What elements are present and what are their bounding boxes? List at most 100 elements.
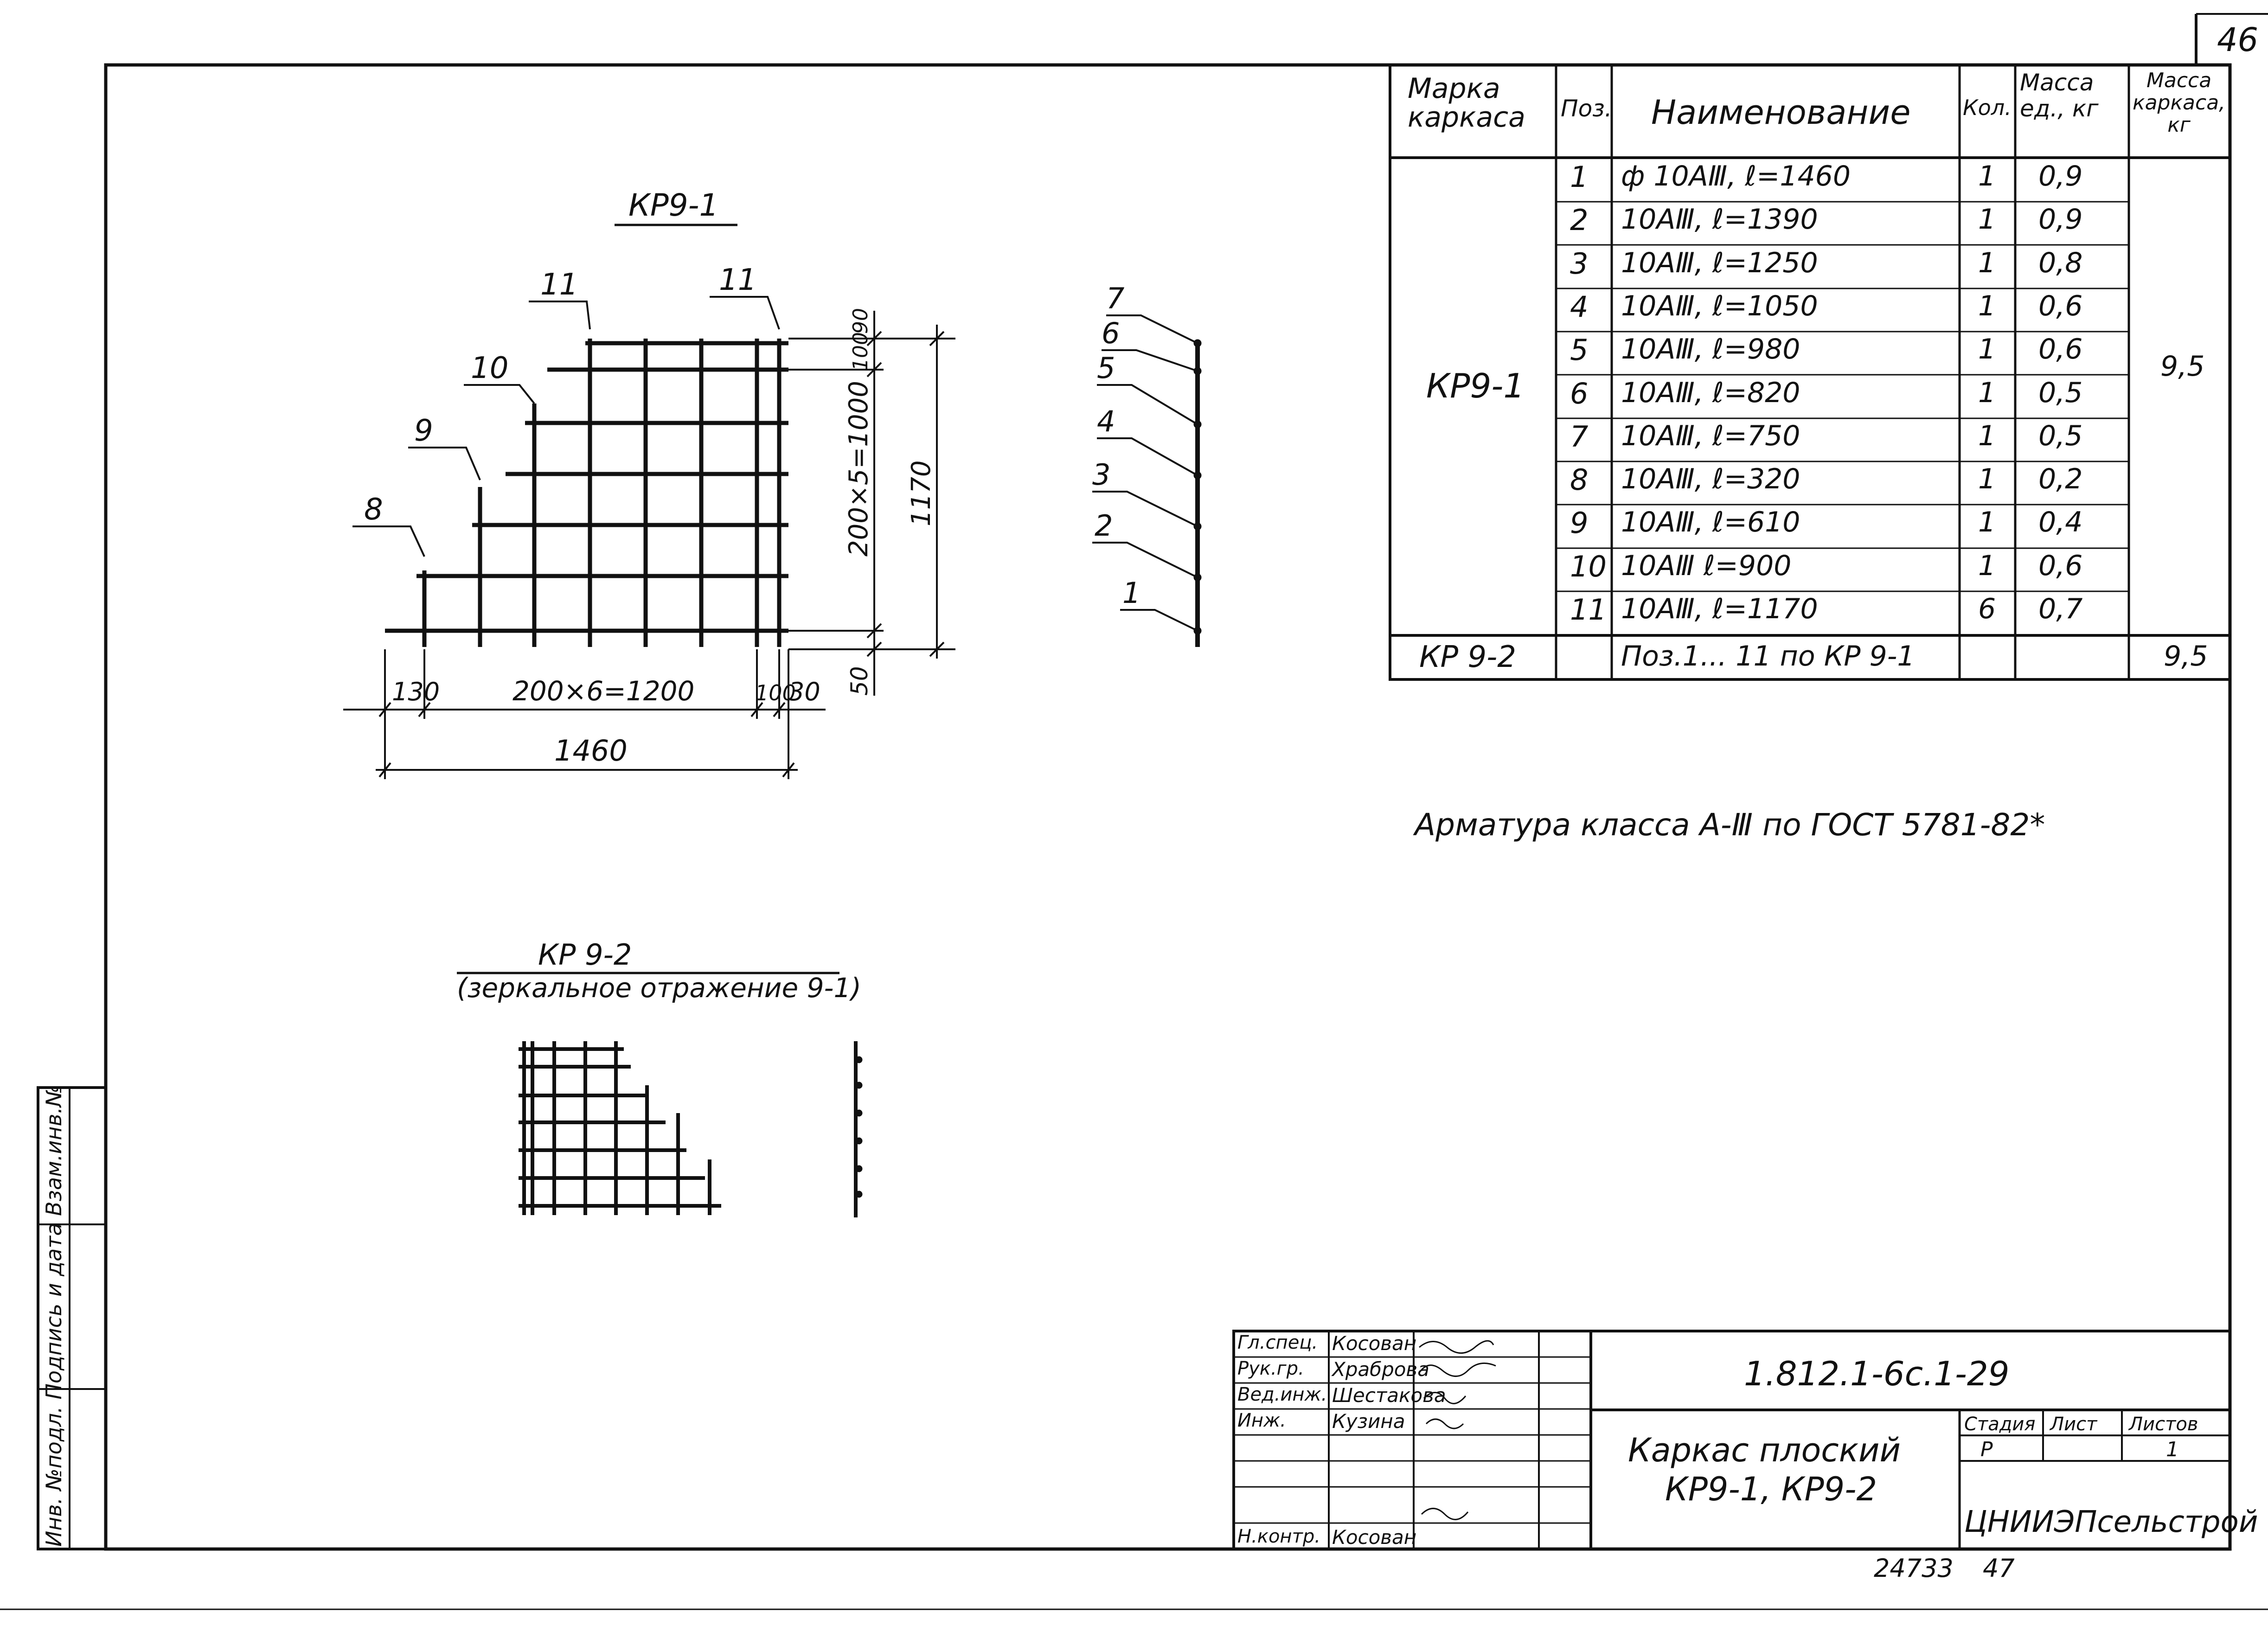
title-block-role: Вед.инж. xyxy=(1237,1384,1327,1405)
side-stamp xyxy=(37,1086,107,1550)
label-pos-11b: 11 xyxy=(719,263,756,297)
header-frame-mass-line2: каркаса, xyxy=(2133,91,2226,115)
dim-1200: 200×6=1200 xyxy=(513,675,694,707)
spec-row-pos: 9 xyxy=(1570,506,1589,540)
archive-number: 24733 xyxy=(1874,1554,1954,1583)
header-frame-mass-line1: Масса xyxy=(2146,69,2212,92)
rebar-note: Арматура класса А-Ⅲ по ГОСТ 5781-82* xyxy=(1415,807,2045,843)
spec-row-mass: 0,9 xyxy=(2038,160,2083,192)
header-frame-mass-line3: кг xyxy=(2167,113,2191,137)
sheets-total-value: 1 xyxy=(2166,1438,2179,1461)
header-mark-line1: Марка xyxy=(1408,72,1500,105)
kr92-side-view xyxy=(854,1041,863,1217)
kr92-title: КР 9-2 xyxy=(538,938,632,972)
label-side-4: 4 xyxy=(1097,404,1115,438)
dim-1170: 1170 xyxy=(906,460,936,526)
sheets-header: Листов xyxy=(2129,1414,2198,1435)
header-unit-mass-line1: Масса xyxy=(2020,69,2094,96)
title-block-name: Косован xyxy=(1332,1526,1417,1549)
spec-row-qty: 1 xyxy=(1978,333,1996,366)
spec-row-mass: 0,2 xyxy=(2038,463,2083,496)
header-frame-mass: Масса каркаса, кг xyxy=(2133,70,2225,136)
dim-100-vertical: 100 xyxy=(849,332,872,371)
kr92-mesh xyxy=(519,1041,721,1215)
spec-row-pos: 8 xyxy=(1570,463,1589,497)
spec-row-pos: 11 xyxy=(1570,593,1607,627)
spec-row-name: 10АⅢ, ℓ=1170 xyxy=(1621,593,1818,625)
page-number: 46 xyxy=(2217,21,2258,59)
label-side-2: 2 xyxy=(1095,509,1113,543)
title-block-role: Рук.гр. xyxy=(1237,1358,1304,1379)
drawing-title: Каркас плоский КР9-1, КР9-2 xyxy=(1628,1431,1901,1509)
spec-row-name: 10АⅢ, ℓ=1250 xyxy=(1621,246,1818,279)
spec-row-name: 10АⅢ, ℓ=1050 xyxy=(1621,289,1818,322)
spec-row-qty: 1 xyxy=(1978,549,1996,582)
spec-row-qty: 6 xyxy=(1978,593,1996,625)
spec-row-mass: 0,6 xyxy=(2038,333,2083,366)
organization: ЦНИИЭПсельстрой xyxy=(1964,1505,2258,1539)
title-block-name: Шестакова xyxy=(1332,1384,1446,1407)
spec-row-mass: 0,8 xyxy=(2038,246,2083,279)
group2-mass: 9,5 xyxy=(2164,640,2208,672)
sheet-header: Лист xyxy=(2050,1414,2097,1435)
header-unit-mass-line2: ед., кг xyxy=(2020,95,2099,122)
group1-mass: 9,5 xyxy=(2160,350,2205,383)
side-stamp-text: Инв. №подл. Подпись и дата Взам.инв.№ xyxy=(41,1085,66,1547)
header-mark: Марка каркаса xyxy=(1408,74,1525,132)
title-block-role: Н.контр. xyxy=(1237,1526,1320,1547)
spec-row-name: 10АⅢ, ℓ=320 xyxy=(1621,463,1800,496)
kr91-side-view xyxy=(1092,314,1202,647)
dim-130: 130 xyxy=(392,677,440,706)
dim-100: 100 xyxy=(755,680,796,705)
label-side-1: 1 xyxy=(1122,576,1140,610)
kr91-leaders xyxy=(352,296,780,557)
spec-row-name: 10АⅢ, ℓ=610 xyxy=(1621,506,1800,539)
kr91-mesh xyxy=(385,339,788,647)
spec-row-qty: 1 xyxy=(1978,289,1996,322)
kr91-dims-horizontal xyxy=(343,649,826,779)
spec-row-name: ф 10АⅢ, ℓ=1460 xyxy=(1621,160,1851,192)
spec-row-name: 10АⅢ, ℓ=820 xyxy=(1621,376,1800,409)
kr91-dims-vertical xyxy=(788,311,955,696)
spec-row-mass: 0,5 xyxy=(2038,376,2083,409)
group2-mark: КР 9-2 xyxy=(1419,640,1516,674)
dim-50: 50 xyxy=(846,666,873,696)
title-block-name: Кузина xyxy=(1332,1410,1405,1433)
label-side-3: 3 xyxy=(1092,458,1110,492)
title-block-name: Косован xyxy=(1332,1332,1417,1355)
signatures xyxy=(1418,1340,1496,1520)
spec-row-qty: 1 xyxy=(1978,376,1996,409)
title-block-role: Гл.спец. xyxy=(1237,1332,1318,1353)
header-name: Наименование xyxy=(1651,93,1911,132)
kr91-title: КР9-1 xyxy=(628,187,718,223)
title-block-grid xyxy=(1232,1330,2231,1550)
stage-header: Стадия xyxy=(1964,1414,2036,1435)
spec-row-pos: 4 xyxy=(1570,289,1589,324)
label-pos-11a: 11 xyxy=(540,268,578,302)
kr92-subtitle: (зеркальное отражение 9-1) xyxy=(457,972,861,1004)
drawing-code: 1.812.1-6c.1-29 xyxy=(1744,1354,2010,1393)
spec-row-mass: 0,6 xyxy=(2038,549,2083,582)
archive-page: 47 xyxy=(1983,1554,2015,1583)
sheet-frame xyxy=(0,13,2268,1610)
stage-value: Р xyxy=(1980,1438,1993,1461)
spec-row-pos: 10 xyxy=(1570,549,1607,583)
title-block-role: Инж. xyxy=(1237,1410,1286,1431)
spec-row-mass: 0,6 xyxy=(2038,289,2083,322)
spec-row-pos: 2 xyxy=(1570,203,1589,237)
header-mark-line2: каркаса xyxy=(1408,101,1525,134)
label-side-5: 5 xyxy=(1097,351,1115,385)
spec-row-qty: 1 xyxy=(1978,160,1996,192)
group1-mark: КР9-1 xyxy=(1426,366,1525,405)
label-pos-8: 8 xyxy=(364,493,383,527)
spec-row-name: 10АⅢ ℓ=900 xyxy=(1621,549,1792,582)
spec-row-qty: 1 xyxy=(1978,246,1996,279)
spec-row-mass: 0,9 xyxy=(2038,203,2083,236)
spec-row-qty: 1 xyxy=(1978,506,1996,539)
spec-row-mass: 0,4 xyxy=(2038,506,2083,539)
spec-row-qty: 1 xyxy=(1978,203,1996,236)
header-pos: Поз. xyxy=(1561,95,1612,122)
spec-row-qty: 1 xyxy=(1978,419,1996,452)
spec-row-qty: 1 xyxy=(1978,463,1996,496)
